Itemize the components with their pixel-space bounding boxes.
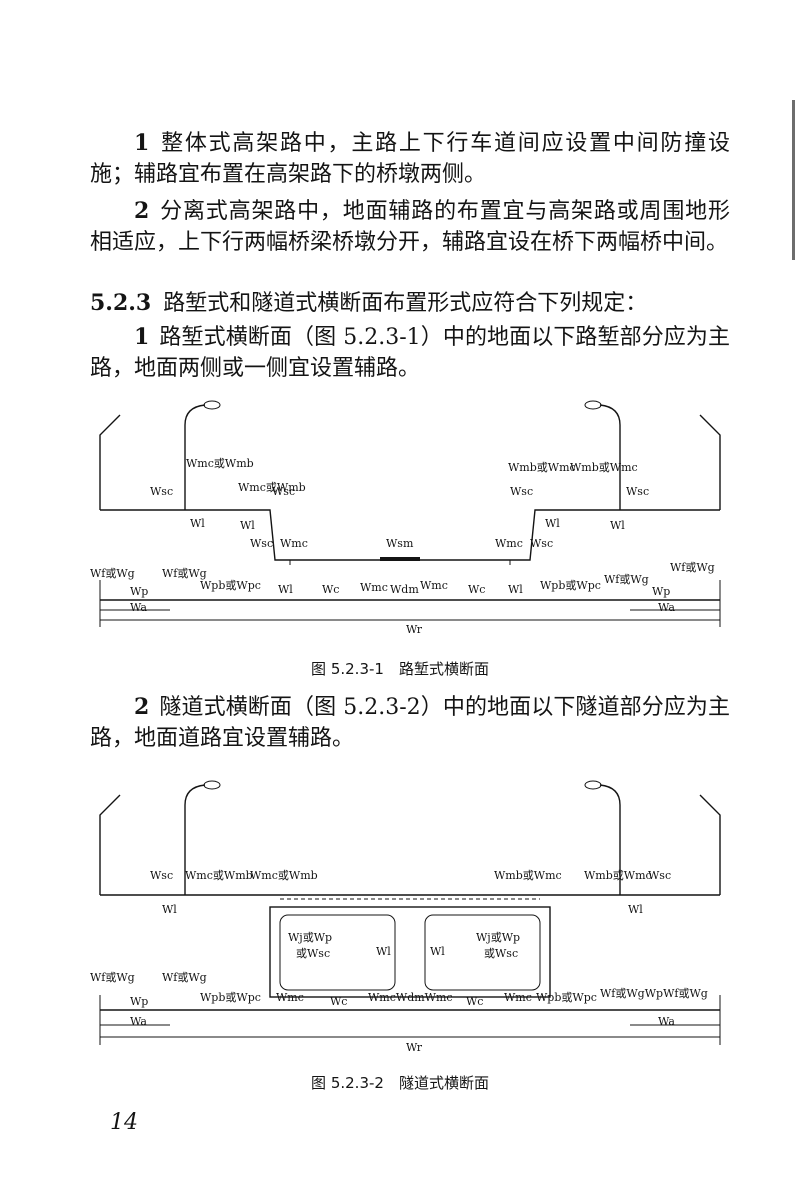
label-wmc-r: Wmc xyxy=(495,537,523,550)
label-wpb-or-wpc-l: Wpb或Wpc xyxy=(200,991,261,1004)
label-wa-r: Wa xyxy=(658,1015,675,1028)
left-lamp xyxy=(184,784,206,895)
label-wa-r: Wa xyxy=(658,601,675,614)
tunnel-bore-right xyxy=(424,914,541,991)
left-lamp-head xyxy=(203,400,221,410)
page-number: 14 xyxy=(110,1110,138,1135)
label-wp-l: Wp xyxy=(130,585,148,598)
label-wmb-or-wmc-r: Wmb或Wmc xyxy=(508,461,576,474)
label-wl-r2: Wl xyxy=(610,519,625,532)
label-wf-or-wg-l2: Wf或Wg xyxy=(162,567,207,580)
label-wmc-or-wmb-l: Wmc或Wmb xyxy=(186,457,254,470)
figure-2-caption: 图 5.2.3-2 隧道式横断面 xyxy=(311,1074,489,1092)
right-slope xyxy=(699,794,721,895)
right-lamp xyxy=(599,404,621,510)
label-wf-or-wg-r2: Wf或Wg xyxy=(670,561,715,574)
label-wl-in-r: Wl xyxy=(430,945,445,958)
figure-1-drawing: Wmc或Wmb Wmc或Wmb Wsc Wsc Wl Wl Wsc Wmc Ws… xyxy=(90,400,721,636)
label-wsc-l2: Wsc xyxy=(272,485,295,498)
label-wj-or-wp-l: Wj或Wp xyxy=(288,931,332,944)
label-wpb-or-wpc-l: Wpb或Wpc xyxy=(200,579,261,592)
label-wmc-l: Wmc xyxy=(280,537,308,550)
label-wp-r: Wp xyxy=(652,585,670,598)
label-wsm: Wsm xyxy=(386,537,414,550)
right-lamp-head xyxy=(584,400,602,410)
label-wmc-b2: WmcWdmWmc xyxy=(368,991,453,1004)
label-wf-or-wg-r: Wf或Wg xyxy=(604,573,649,586)
left-slope xyxy=(99,794,121,895)
tunnel-bore-left xyxy=(279,914,396,991)
label-wpb-or-wpc-r: Wpb或Wpc xyxy=(536,991,597,1004)
label-or-wsc-r: 或Wsc xyxy=(484,947,518,960)
label-wmc-b1: Wmc xyxy=(360,581,388,594)
label-wsc-r3: Wsc xyxy=(530,537,553,550)
label-wa-l: Wa xyxy=(130,601,147,614)
left-slope xyxy=(99,414,121,510)
label-wsc-r: Wsc xyxy=(648,869,671,882)
left-lamp xyxy=(184,404,206,510)
label-wl-r: Wl xyxy=(628,903,643,916)
tunnel-outer xyxy=(269,906,551,998)
label-wl-l2: Wl xyxy=(240,519,255,532)
right-lamp xyxy=(599,784,621,895)
figure-1-caption: 图 5.2.3-1 路堑式横断面 xyxy=(311,660,489,678)
label-wl-r: Wl xyxy=(545,517,560,530)
label-wf-or-wg-l: Wf或Wg xyxy=(90,971,135,984)
label-wsc-l: Wsc xyxy=(150,869,173,882)
label-wmb-or-wmc-r2: Wmb或Wmc xyxy=(584,869,652,882)
label-wr: Wr xyxy=(406,1041,423,1054)
label-wmb-or-wmc-r: Wmb或Wmc xyxy=(494,869,562,882)
label-wf-or-wg-l2: Wf或Wg xyxy=(162,971,207,984)
label-wl-b1: Wl xyxy=(278,583,293,596)
label-wc-b1: Wc xyxy=(322,583,339,596)
page-edge-mark xyxy=(792,100,795,260)
cutting-outline xyxy=(250,509,550,561)
label-wl-l: Wl xyxy=(162,903,177,916)
label-wmc-b3: Wmc xyxy=(504,991,532,1004)
label-wf-or-wg-r: Wf或WgWpWf或Wg xyxy=(600,987,708,1000)
label-wmc-or-wmb-l2: Wmc或Wmb xyxy=(250,869,318,882)
label-wf-or-wg-l: Wf或Wg xyxy=(90,567,135,580)
label-or-wsc-l: 或Wsc xyxy=(296,947,330,960)
label-wr: Wr xyxy=(406,623,423,636)
figure-2-drawing: Wsc Wmc或Wmb Wmc或Wmb Wl Wmb或Wmc Wmb或Wmc W… xyxy=(90,780,721,1054)
label-wa-l: Wa xyxy=(130,1015,147,1028)
label-wsc-r: Wsc xyxy=(510,485,533,498)
median xyxy=(380,557,420,561)
label-wdm: Wdm xyxy=(390,583,419,596)
right-slope xyxy=(699,414,721,510)
label-wl-l: Wl xyxy=(190,517,205,530)
label-wc-b2: Wc xyxy=(466,995,483,1008)
label-wl-b2: Wl xyxy=(508,583,523,596)
figure-tunnel-cross-section: Wsc Wmc或Wmb Wmc或Wmb Wl Wmb或Wmc Wmb或Wmc W… xyxy=(90,775,730,1055)
label-wmc-b2: Wmc xyxy=(420,579,448,592)
label-wsc-l: Wsc xyxy=(150,485,173,498)
label-wc-b2: Wc xyxy=(468,583,485,596)
left-lamp-head xyxy=(203,780,221,790)
label-wsc-l3: Wsc xyxy=(250,537,273,550)
label-wmc-b1: Wmc xyxy=(276,991,304,1004)
label-wc-b1: Wc xyxy=(330,995,347,1008)
label-wj-or-wp-r: Wj或Wp xyxy=(476,931,520,944)
label-wpb-or-wpc-r: Wpb或Wpc xyxy=(540,579,601,592)
right-lamp-head xyxy=(584,780,602,790)
label-wp-l: Wp xyxy=(130,995,148,1008)
label-wsc-r2: Wsc xyxy=(626,485,649,498)
label-wmb-or-wmc-r2: Wmb或Wmc xyxy=(570,461,638,474)
label-wmc-or-wmb-l2: Wmc或Wmb xyxy=(238,481,306,494)
figure-cutting-cross-section: Wmc或Wmb Wmc或Wmb Wsc Wsc Wl Wl Wsc Wmc Ws… xyxy=(90,395,730,645)
label-wl-in-l: Wl xyxy=(376,945,391,958)
label-wmc-or-wmb-l: Wmc或Wmb xyxy=(185,869,253,882)
